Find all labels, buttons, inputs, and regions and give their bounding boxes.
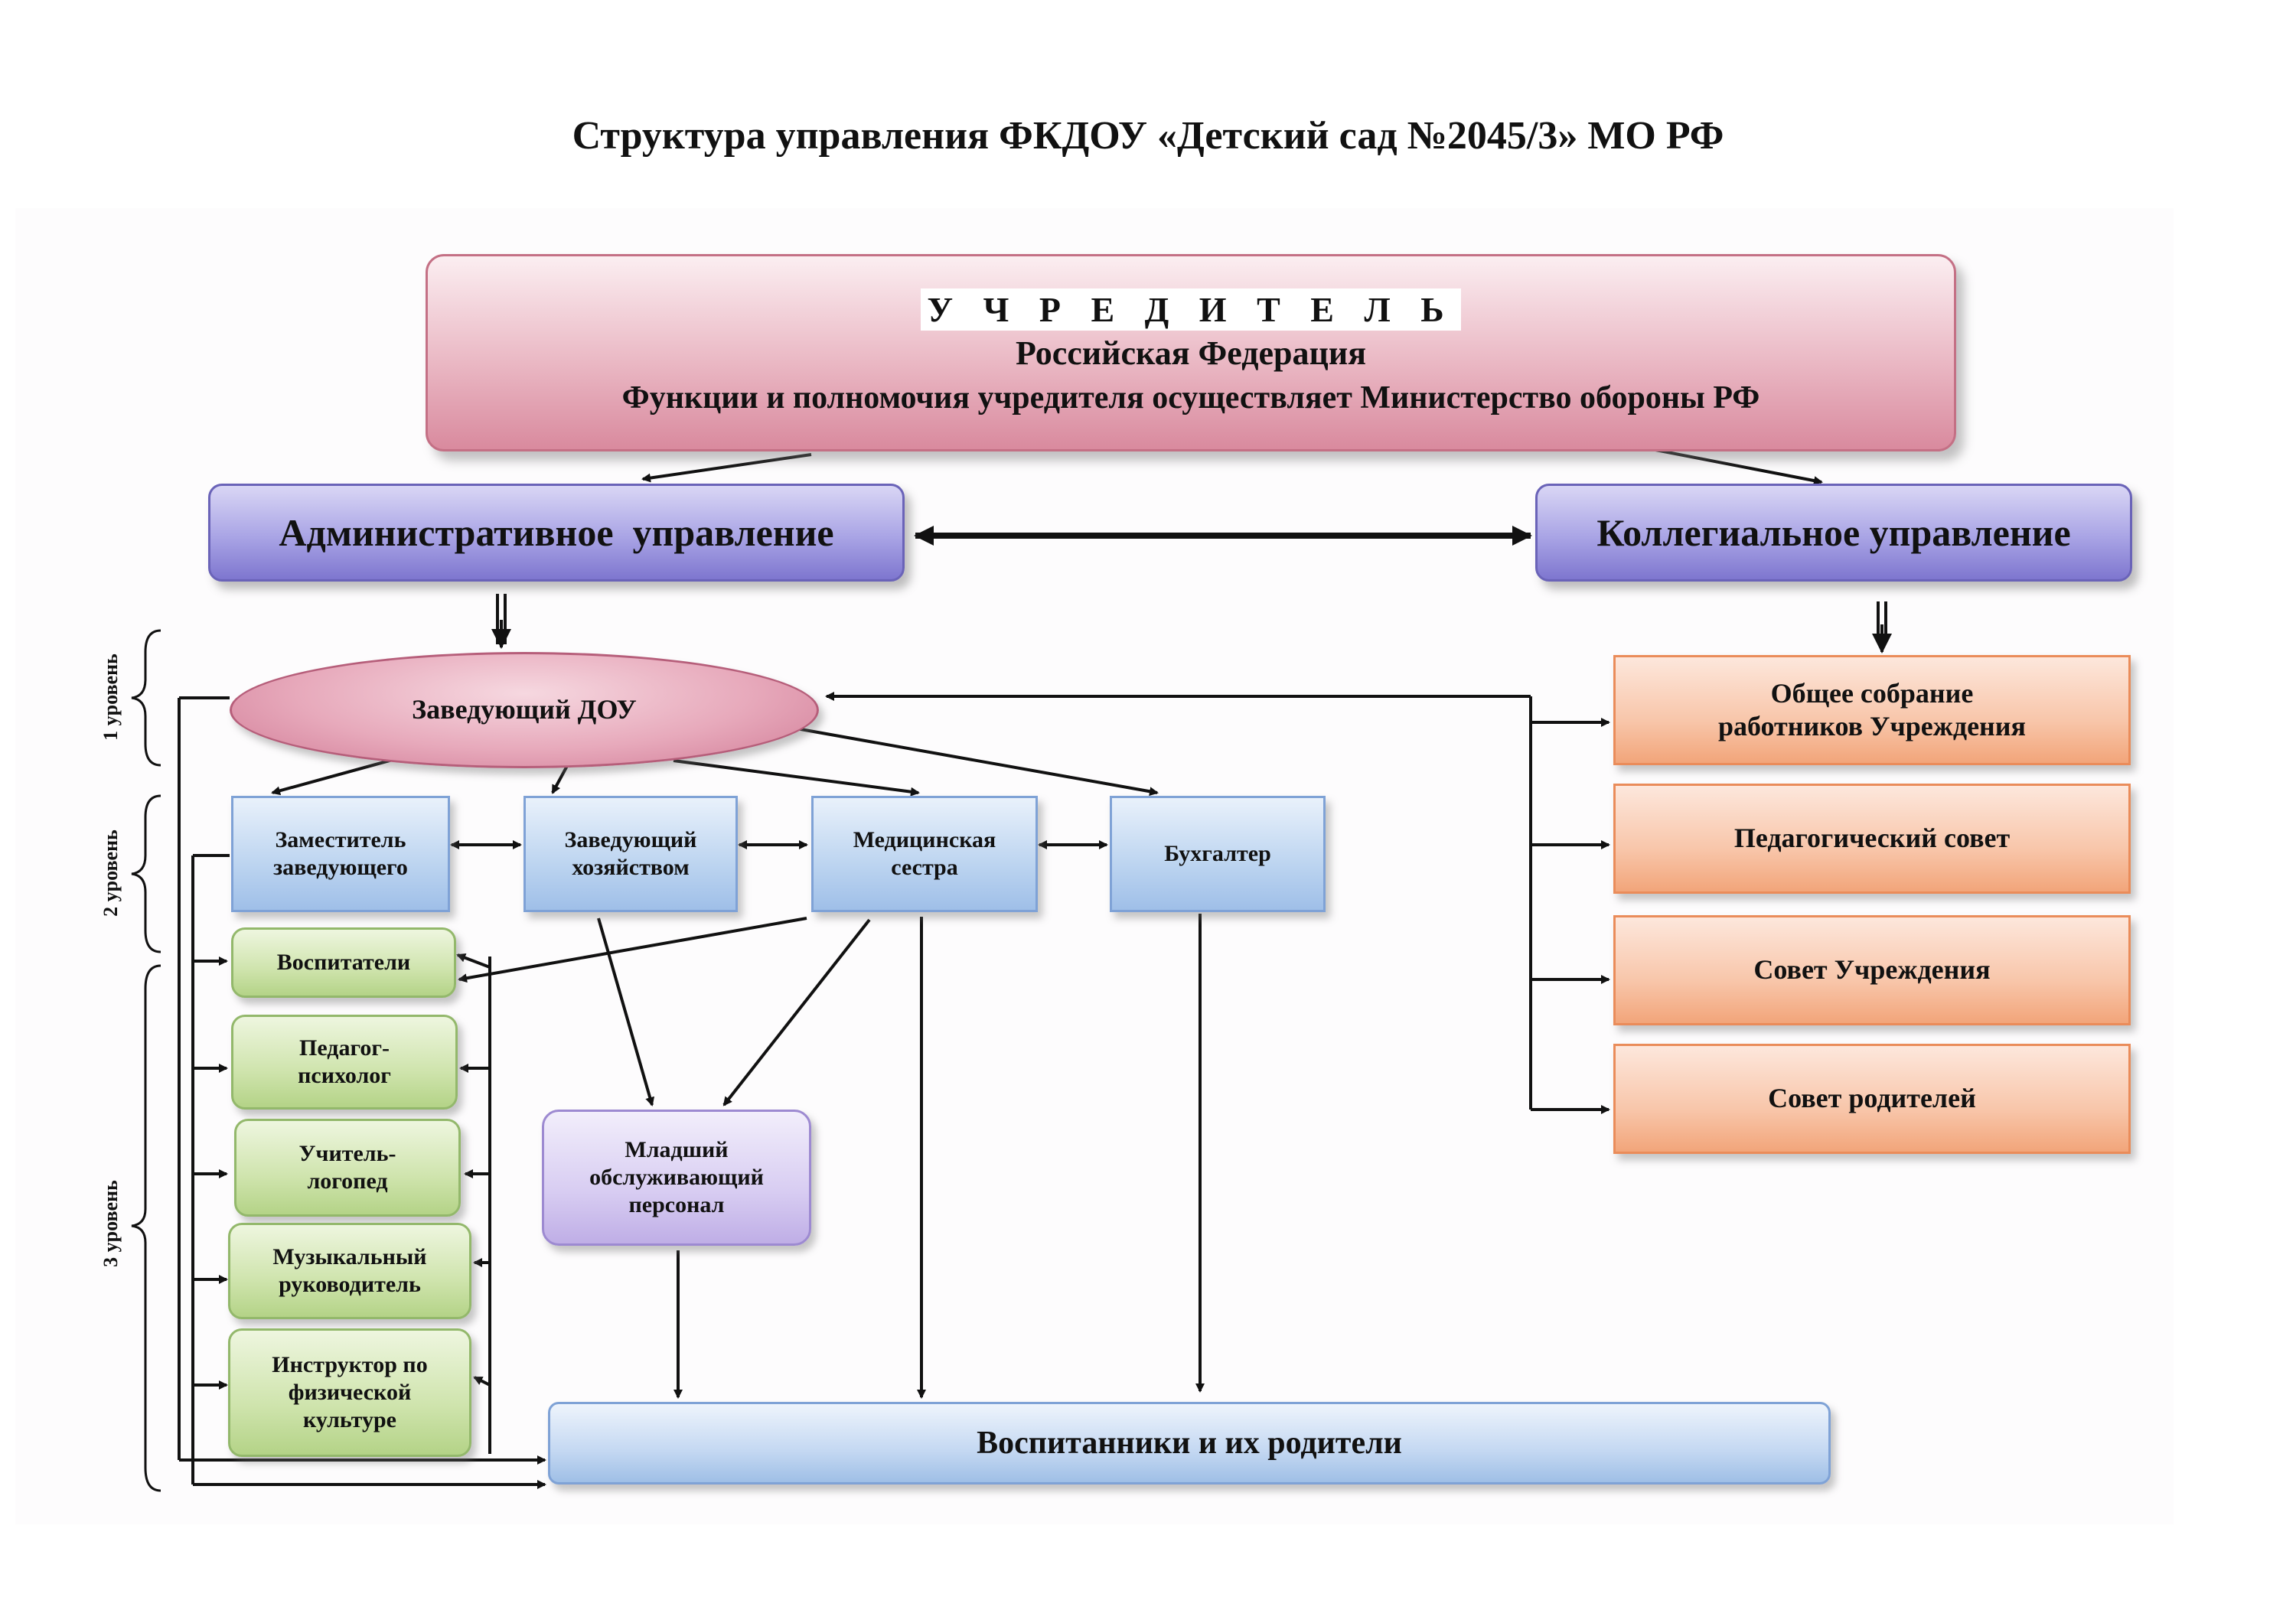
deputy-line1: Заместитель (275, 827, 406, 852)
facilities-manager-box: Заведующий хозяйством (523, 796, 738, 912)
junior-line1: Младший (625, 1137, 729, 1162)
pedagogical-council-box: Педагогический совет (1613, 784, 2131, 894)
founder-box: У Ч Р Е Д И Т Е Л Ь Российская Федерация… (426, 254, 1956, 451)
educators-box: Воспитатели (231, 927, 456, 998)
level-label-1: 1 уровень (99, 653, 122, 741)
collegial-management-label: Коллегиальное управление (1596, 511, 2071, 554)
founder-line3: Функции и полномочия учредителя осуществ… (621, 380, 1760, 416)
general-meeting-box: Общее собрание работников Учреждения (1613, 655, 2131, 765)
founder-line2: Российская Федерация (1015, 334, 1367, 372)
nurse-box: Медицинская сестра (811, 796, 1038, 912)
psychologist-box: Педагог- психолог (231, 1015, 458, 1110)
junior-line2: обслуживающий (589, 1165, 764, 1190)
brace-level1 (131, 629, 161, 767)
head-label: Заведующий ДОУ (412, 694, 637, 725)
music-line2: руководитель (279, 1272, 421, 1297)
pupils-and-parents-box: Воспитанники и их родители (548, 1402, 1831, 1484)
link-founder-admin (641, 453, 812, 483)
admin-management-box: Административное управление (208, 484, 905, 582)
institution-council-label: Совет Учреждения (1753, 954, 1991, 986)
facilities-line1: Заведующий (564, 827, 697, 852)
general-meeting-line2: работников Учреждения (1717, 711, 2027, 741)
facilities-line2: хозяйством (572, 855, 690, 880)
level-label-2: 2 уровень (99, 829, 122, 917)
music-line1: Музыкальный (272, 1244, 427, 1269)
institution-council-box: Совет Учреждения (1613, 915, 2131, 1025)
page-title: Структура управления ФКДОУ «Детский сад … (572, 114, 1724, 158)
speech-therapist-box: Учитель- логопед (234, 1119, 461, 1217)
junior-staff-box: Младший обслуживающий персонал (542, 1110, 811, 1246)
level-label-3: 3 уровень (99, 1180, 122, 1267)
founder-heading: У Ч Р Е Д И Т Е Л Ь (921, 288, 1461, 331)
head-of-kindergarten: Заведующий ДОУ (230, 652, 819, 768)
psychologist-line2: психолог (298, 1063, 391, 1088)
nurse-line2: сестра (891, 855, 958, 880)
brace-level2 (131, 794, 161, 953)
speech-line2: логопед (307, 1168, 388, 1194)
accountant-label: Бухгалтер (1164, 841, 1271, 866)
admin-management-label: Административное управление (279, 511, 834, 554)
deputy-head-box: Заместитель заведующего (231, 796, 450, 912)
ped-council-label: Педагогический совет (1733, 823, 2011, 854)
brace-level3 (131, 964, 161, 1492)
physical-instructor-box: Инструктор по физической культуре (228, 1328, 471, 1457)
educators-label: Воспитатели (276, 950, 411, 975)
physical-line2: физической (288, 1380, 412, 1405)
music-director-box: Музыкальный руководитель (228, 1223, 471, 1319)
parents-council-box: Совет родителей (1613, 1044, 2131, 1154)
junior-line3: персонал (628, 1192, 725, 1217)
collegial-management-box: Коллегиальное управление (1535, 484, 2132, 582)
physical-line1: Инструктор по (272, 1352, 428, 1377)
speech-line1: Учитель- (298, 1141, 396, 1166)
psychologist-line1: Педагог- (299, 1035, 390, 1061)
general-meeting-line1: Общее собрание (1770, 677, 1974, 709)
pupils-label: Воспитанники и их родители (977, 1425, 1402, 1461)
physical-line3: культуре (302, 1407, 396, 1432)
deputy-line2: заведующего (273, 855, 408, 880)
parents-council-label: Совет родителей (1768, 1083, 1976, 1114)
accountant-box: Бухгалтер (1110, 796, 1326, 912)
nurse-line1: Медицинская (853, 827, 996, 852)
